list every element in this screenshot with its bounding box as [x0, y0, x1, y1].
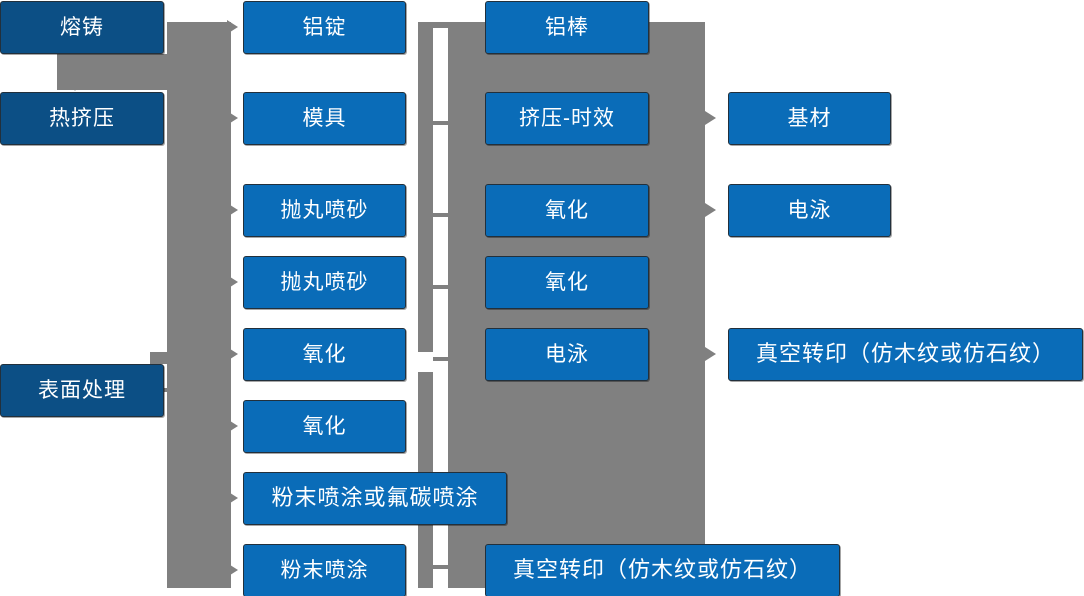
- surface-to-trunk-stub: [163, 388, 173, 392]
- rail-gap-4: [433, 289, 448, 357]
- process-box-oxidation-c2-2[interactable]: 氧化: [243, 400, 406, 453]
- rail-connector-2: [433, 121, 448, 125]
- stage-box-surface-treatment[interactable]: 表面处理: [0, 364, 164, 417]
- group-rail-upper: [418, 22, 433, 352]
- rail-gap-6: [433, 569, 448, 596]
- trunk-arrow-icon-6: [227, 419, 238, 433]
- rail-gap-3: [433, 217, 448, 285]
- result-box-electrophoresis[interactable]: 电泳: [728, 184, 891, 237]
- process-box-powder-coating[interactable]: 粉末喷涂: [243, 544, 406, 596]
- process-box-shot-blasting-2[interactable]: 抛丸喷砂: [243, 256, 406, 309]
- process-arrow-icon-3: [705, 347, 716, 361]
- rail-connector-4: [433, 285, 448, 289]
- trunk-arrow-icon-3: [227, 203, 238, 217]
- result-box-vacuum-transfer[interactable]: 真空转印（仿木纹或仿石纹）: [728, 328, 1083, 381]
- trunk-arrow-icon-1: [227, 20, 238, 34]
- rail-gap-1: [433, 28, 448, 121]
- trunk-arrow-icon-2: [227, 111, 238, 125]
- trunk-arrow-icon-8: [227, 563, 238, 577]
- process-box-aluminum-bar[interactable]: 铝棒: [485, 1, 649, 54]
- trunk-arrow-icon-7: [227, 491, 238, 505]
- trunk-arrow-icon-4: [227, 275, 238, 289]
- process-box-oxidation-c2-1[interactable]: 氧化: [243, 328, 406, 381]
- result-box-substrate[interactable]: 基材: [728, 92, 891, 145]
- process-box-shot-blasting-1[interactable]: 抛丸喷砂: [243, 184, 406, 237]
- process-arrow-icon-1: [705, 111, 716, 125]
- process-box-oxidation-c3-1[interactable]: 氧化: [485, 184, 649, 237]
- rail-connector-1: [433, 22, 448, 28]
- left-trunk-bar: [167, 22, 231, 588]
- process-box-mold[interactable]: 模具: [243, 92, 406, 145]
- stage-box-hot-extrusion[interactable]: 热挤压: [0, 92, 164, 145]
- rail-gap-2: [433, 125, 448, 213]
- group-rail-gap: [418, 352, 433, 372]
- rail-connector-6: [433, 565, 448, 569]
- process-box-extrusion-aging[interactable]: 挤压-时效: [485, 92, 649, 145]
- stage-box-melting[interactable]: 熔铸: [0, 1, 164, 54]
- rail-gap-5: [433, 361, 448, 565]
- process-box-vacuum-transfer-c3[interactable]: 真空转印（仿木纹或仿石纹）: [485, 544, 840, 596]
- process-box-oxidation-c3-2[interactable]: 氧化: [485, 256, 649, 309]
- surface-trunk-notch: [150, 352, 170, 364]
- melting-to-extrude-arrow-icon: [68, 80, 82, 91]
- process-box-aluminum-ingot[interactable]: 铝锭: [243, 1, 406, 54]
- rail-connector-3: [433, 213, 448, 217]
- process-box-electrophoresis-c3[interactable]: 电泳: [485, 328, 649, 381]
- process-arrow-icon-2: [705, 203, 716, 217]
- rail-connector-5: [433, 357, 448, 361]
- process-box-powder-or-fluorocarbon-coating[interactable]: 粉末喷涂或氟碳喷涂: [243, 472, 507, 525]
- trunk-arrow-icon-5: [227, 347, 238, 361]
